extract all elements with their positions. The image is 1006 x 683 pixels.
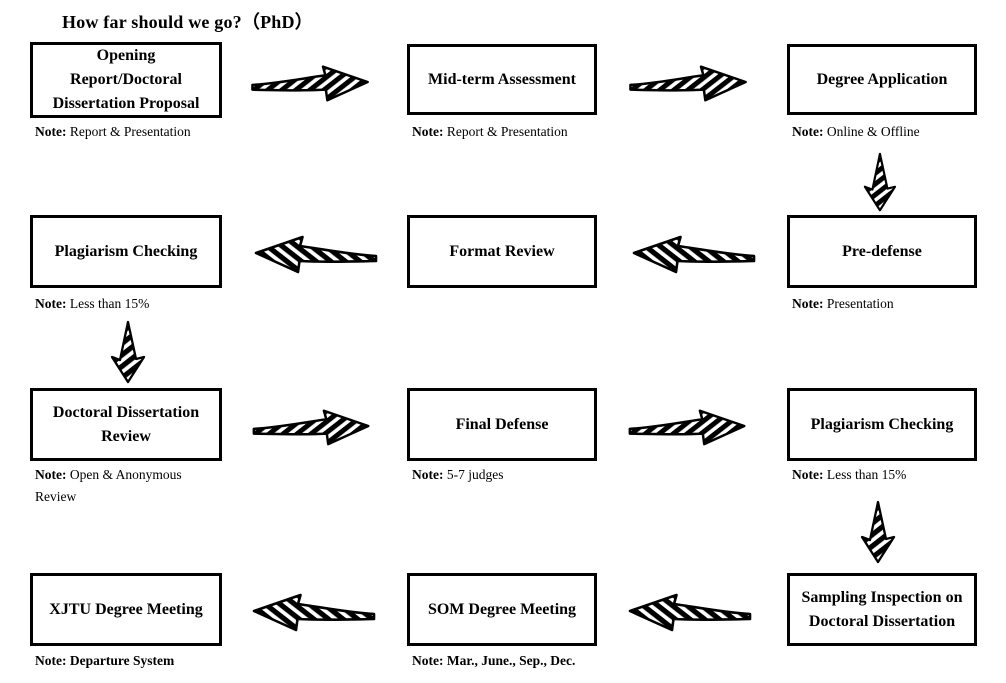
arrow-right-icon [626,402,750,450]
note-prefix: Note: [35,296,67,311]
note-prefix: Note: [35,653,67,668]
step-note-pre-defense: Note: Presentation [792,296,894,311]
arrow-left-icon [246,586,380,636]
step-box-degree-application: Degree Application [787,44,977,115]
step-box-sampling-inspection: Sampling Inspection on Doctoral Disserta… [787,573,977,646]
step-box-final-defense: Final Defense [407,388,597,461]
arrow-left-icon [626,228,760,278]
step-note-mid-term-assessment: Note: Report & Presentation [412,124,568,139]
step-box-som-degree-meeting: SOM Degree Meeting [407,573,597,646]
arrow-right-icon [248,58,374,106]
step-box-xjtu-degree-meeting: XJTU Degree Meeting [30,573,222,646]
note-prefix: Note: [792,124,824,139]
arrow-down-icon [856,152,902,214]
step-note-plagiarism-checking-1: Note: Less than 15% [35,296,150,311]
step-note-som-degree-meeting: Note: Mar., June., Sep., Dec. [412,653,576,668]
note-prefix: Note: [412,124,444,139]
arrow-right-icon [250,402,374,450]
arrow-left-icon [622,586,756,636]
arrow-down-icon [854,500,900,566]
note-prefix: Note: [412,653,444,668]
step-box-mid-term-assessment: Mid-term Assessment [407,44,597,115]
note-prefix: Note: [412,467,444,482]
step-box-doctoral-dissertation-review: Doctoral Dissertation Review [30,388,222,461]
step-note-doctoral-dissertation-review: Note: Open & Anonymous Review [35,467,182,505]
arrow-right-icon [626,58,752,106]
note-prefix: Note: [792,467,824,482]
step-note-xjtu-degree-meeting: Note: Departure System [35,653,175,668]
step-note-opening-report: Note: Report & Presentation [35,124,191,139]
step-note-plagiarism-checking-2: Note: Less than 15% [792,467,907,482]
note-prefix: Note: [35,467,67,482]
step-box-opening-report: Opening Report/Doctoral Dissertation Pro… [30,42,222,118]
step-note-degree-application: Note: Online & Offline [792,124,920,139]
step-box-plagiarism-checking-1: Plagiarism Checking [30,215,222,288]
note-prefix: Note: [792,296,824,311]
page-title: How far should we go?（PhD） [62,12,313,32]
step-box-format-review: Format Review [407,215,597,288]
step-note-final-defense: Note: 5-7 judges [412,467,504,482]
step-box-plagiarism-checking-2: Plagiarism Checking [787,388,977,461]
note-prefix: Note: [35,124,67,139]
arrow-left-icon [248,228,382,278]
step-box-pre-defense: Pre-defense [787,215,977,288]
arrow-down-icon [104,320,150,386]
